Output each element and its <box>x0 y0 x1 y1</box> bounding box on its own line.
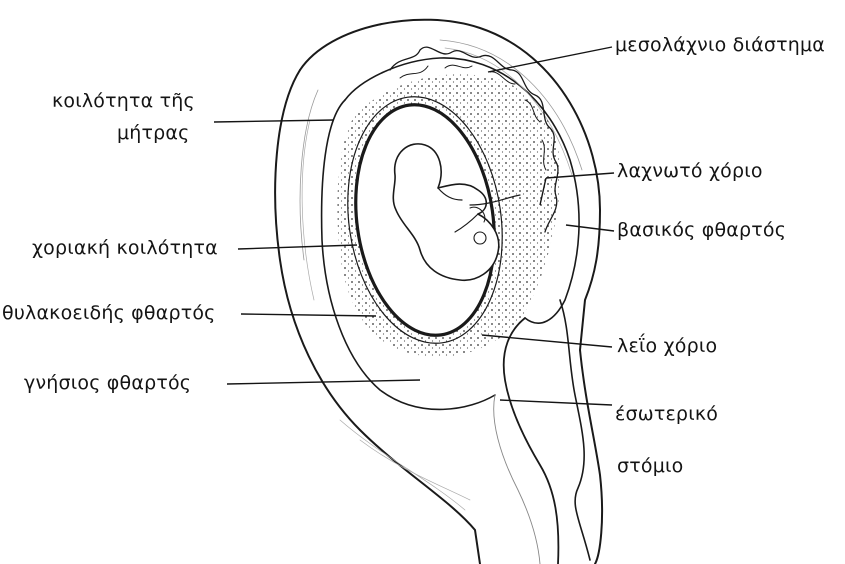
leader-mesolachnio <box>488 47 612 72</box>
label-esoteriko-stomio-line2: στόμιο <box>617 457 683 476</box>
label-mesolachnio-diastima: μεσολάχνιο διάστημα <box>615 36 825 55</box>
label-gnisios-fthartos: γνήσιος φθαρτός <box>24 374 191 393</box>
cervix-canal-left <box>504 318 559 564</box>
leader-thylakoeidis <box>241 314 376 316</box>
label-thylakoeidis-fthartos: θυλακοειδής φθαρτός <box>2 304 216 323</box>
leader-koilotita <box>214 120 334 122</box>
label-koilotita-mitras-line2: μήτρας <box>117 124 190 143</box>
label-lachnoto-chorio: λαχνωτό χόριο <box>617 162 763 181</box>
label-koilotita-mitras-line1: κοιλότητα τῆς <box>52 92 195 111</box>
cervix-canal-right <box>560 300 590 560</box>
label-esoteriko-stomio-line1: έσωτερικό <box>615 405 718 424</box>
label-choriaki-koilotita: χοριακή κοιλότητα <box>32 239 218 258</box>
label-basikos-fthartos: βασικός φθαρτός <box>617 221 786 240</box>
leader-leio <box>482 335 612 347</box>
leader-esoteriko <box>500 400 612 405</box>
leader-basikos <box>566 225 614 231</box>
label-leio-chorio: λεΐο χόριο <box>617 337 717 356</box>
